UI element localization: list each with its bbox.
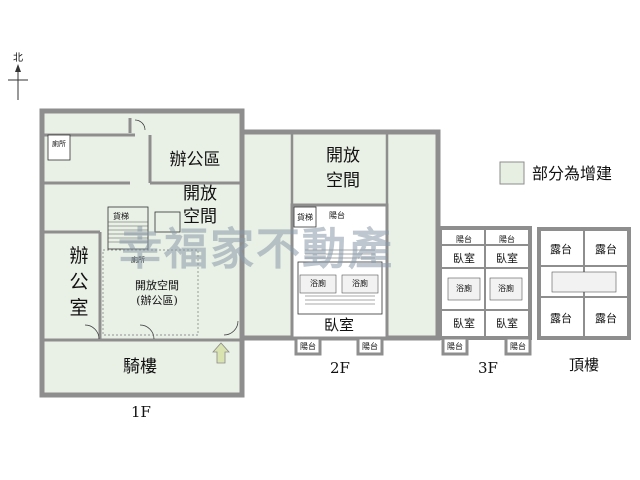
room-label: 空間 (326, 171, 360, 191)
room-label: 空間 (183, 207, 217, 227)
room-label: 陽台 (456, 234, 472, 244)
room-label: 浴廁 (310, 278, 326, 288)
room-label: 陽台 (510, 341, 526, 351)
floor-caption-1f: 1F (131, 403, 151, 421)
room-label: 公 (69, 271, 88, 293)
legend-label: 部分為增建 (532, 164, 612, 183)
room-label: 辦公區 (170, 150, 221, 170)
room-label: 辦 (69, 245, 88, 267)
watermark-text: 幸福家不動產 (118, 224, 394, 275)
legend-swatch (499, 161, 525, 185)
room-label: 露台 (550, 311, 572, 325)
room-label: 浴廁 (352, 278, 368, 288)
room-label: 臥室 (453, 251, 475, 265)
room-label: 廁所 (131, 255, 145, 264)
room-label: 貨梯 (297, 212, 313, 222)
room-label: 陽台 (300, 341, 316, 351)
room-label: 陽台 (499, 234, 515, 244)
room-label: 開放空間 (135, 278, 179, 292)
room-label: 露台 (595, 311, 617, 325)
room-label: (辦公區) (136, 293, 178, 307)
room-label: 臥室 (496, 251, 518, 265)
room-label: 露台 (595, 242, 617, 256)
room-label: 陽台 (447, 341, 463, 351)
room-label: 臥室 (453, 316, 475, 330)
room-label: 臥室 (324, 316, 354, 334)
entrance-arrow-icon (212, 342, 230, 364)
room-label: 騎樓 (123, 357, 157, 377)
room-label: 廁所 (52, 139, 66, 148)
room-label: 開放 (326, 146, 360, 166)
floor-caption-2f: 2F (330, 359, 350, 377)
room-label: 露台 (550, 242, 572, 256)
floor-1f (39, 108, 245, 398)
floor-caption-3f: 3F (478, 359, 498, 377)
floor-roof (537, 227, 631, 340)
room-label: 開放 (183, 184, 217, 204)
room-label: 室 (69, 297, 88, 319)
north-label: 北 (13, 52, 23, 64)
north-arrow-icon (8, 64, 28, 100)
room-label: 浴廁 (456, 283, 472, 293)
room-label: 陽台 (362, 341, 378, 351)
room-label: 臥室 (496, 316, 518, 330)
floor-caption-roof: 頂樓 (569, 356, 599, 374)
floor-3f (438, 226, 532, 356)
room-label: 陽台 (329, 210, 345, 220)
room-label: 浴廁 (498, 283, 514, 293)
room-label: 貨梯 (113, 211, 129, 221)
